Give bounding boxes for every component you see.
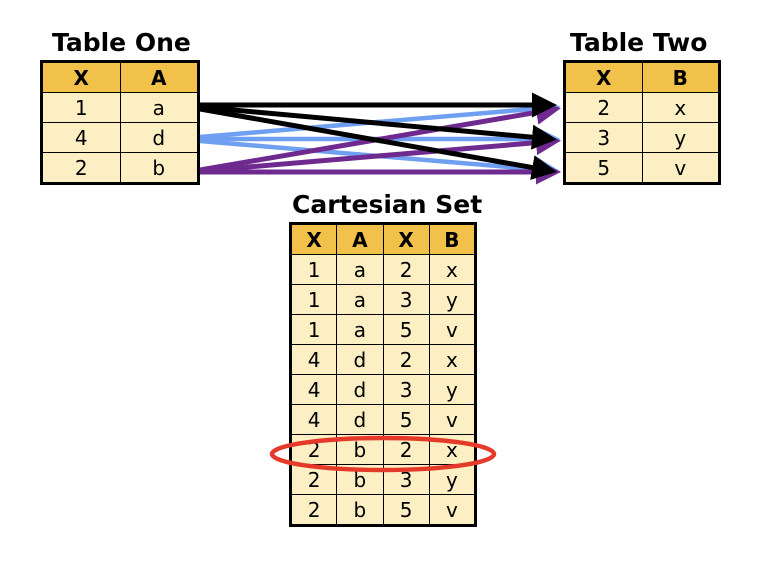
table-cell: x <box>428 254 477 285</box>
table-cell: 3 <box>382 374 430 405</box>
table-cell: v <box>428 314 477 345</box>
table-cell: v <box>428 494 477 526</box>
table-row: 2 b <box>41 152 199 184</box>
arrow-row3-to-row2 <box>199 130 561 174</box>
table-row: 3 y <box>564 122 720 153</box>
table-cell: v <box>428 404 477 435</box>
table-row: 1 a <box>41 92 199 123</box>
table-cell: 2 <box>289 494 338 526</box>
table-row: 2 b 3 y <box>289 464 477 495</box>
table-cell: 2 <box>41 152 121 184</box>
table-cell: d <box>336 344 384 375</box>
table-cell: y <box>641 122 720 153</box>
table-cell: 5 <box>382 314 430 345</box>
table-cell: d <box>119 122 199 153</box>
column-header: B <box>641 61 720 93</box>
table-cell: 2 <box>382 344 430 375</box>
table-cell: 4 <box>41 122 121 153</box>
table-row: 1 a 5 v <box>289 314 477 345</box>
table-row: 2 x <box>564 92 720 123</box>
table-cell: 5 <box>382 494 430 526</box>
table-cell: b <box>119 152 199 184</box>
cartesian-set-table: X A X B 1 a 2 x 1 a 3 y 1 a 5 v 4 d 2 x … <box>289 222 477 527</box>
table-row: 4 d <box>41 122 199 153</box>
column-header: X <box>564 61 643 93</box>
table-row: 2 b 5 v <box>289 494 477 526</box>
arrow-row1-to-row2 <box>199 104 557 150</box>
table-header-row: X A <box>41 61 199 93</box>
column-header: B <box>428 223 477 255</box>
table-header-row: X B <box>564 61 720 93</box>
table-cell: y <box>428 374 477 405</box>
column-header: X <box>289 223 338 255</box>
table-cell: 5 <box>564 152 643 184</box>
table-one-title: Table One <box>52 28 191 57</box>
table-cell: 5 <box>382 404 430 435</box>
table-cell: 4 <box>289 344 338 375</box>
cartesian-set-title: Cartesian Set <box>292 190 483 219</box>
table-two-title: Table Two <box>570 28 708 57</box>
table-cell: x <box>428 344 477 375</box>
table-cell: 4 <box>289 404 338 435</box>
table-cell: 1 <box>289 254 338 285</box>
table-cell: 3 <box>564 122 643 153</box>
table-row: 4 d 3 y <box>289 374 477 405</box>
table-cell: v <box>641 152 720 184</box>
table-row: 5 v <box>564 152 720 184</box>
table-row: 1 a 2 x <box>289 254 477 285</box>
highlight-ellipse <box>269 435 497 473</box>
arrow-row1-to-row3 <box>199 106 557 180</box>
table-cell: 2 <box>382 254 430 285</box>
column-header: X <box>41 61 121 93</box>
table-cell: a <box>119 92 199 123</box>
table-cell: d <box>336 404 384 435</box>
table-cell: y <box>428 284 477 315</box>
table-row: 4 d 2 x <box>289 344 477 375</box>
table-two: X B 2 x 3 y 5 v <box>563 60 721 185</box>
table-cell: x <box>641 92 720 123</box>
table-cell: 1 <box>289 314 338 345</box>
table-cell: d <box>336 374 384 405</box>
table-cell: 2 <box>289 464 338 495</box>
table-one: X A 1 a 4 d 2 b <box>40 60 200 185</box>
table-row: 4 d 5 v <box>289 404 477 435</box>
